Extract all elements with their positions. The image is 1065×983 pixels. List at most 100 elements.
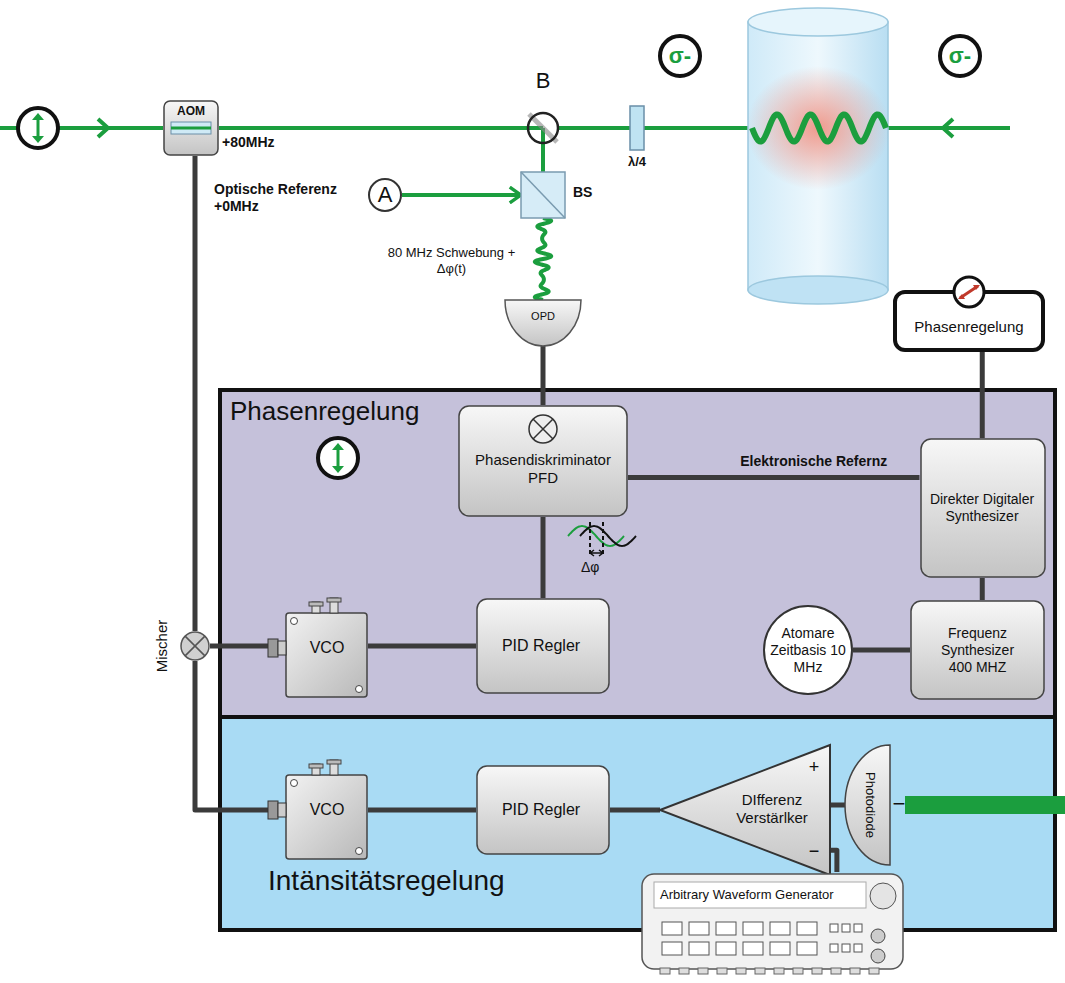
node-outline-part (533, 419, 553, 439)
node-text: Arbitrary Waveform Generator (660, 887, 865, 903)
node-text: Phasendiskriminator PFD (468, 451, 618, 487)
node-outline-part (171, 127, 211, 130)
atomic-clock: Atomare Zeitbasis 10 MHz (763, 605, 853, 695)
node-text: Phasenregelung (230, 396, 530, 427)
node-outline-part (764, 606, 852, 694)
beam-chevron (943, 119, 953, 137)
node-outline-part (505, 300, 581, 346)
vacuum-cell-part (748, 276, 888, 304)
node-text: Mischer (153, 620, 171, 673)
node-outline-part (278, 803, 286, 817)
node-text: VCO (286, 800, 368, 819)
signal-wire (368, 808, 476, 813)
node-outline-part (477, 599, 609, 693)
photodiode: Photodiode− (845, 745, 905, 865)
polarization-icon-part (332, 443, 344, 450)
node-outline-part (291, 780, 298, 787)
optical-photodiode: OPD (505, 300, 581, 346)
intensity-panel-ground (220, 717, 1055, 930)
laser-beam (219, 126, 527, 130)
polarization-badge: σ- (658, 34, 702, 78)
node-outline-part (842, 924, 850, 932)
frequency-synthesizer: Frequenz Synthesizer 400 MHZ (910, 600, 1045, 700)
node-outline-part (850, 968, 860, 974)
annotation-label: Optische Referenz +0MHz (214, 181, 356, 215)
signal-wire (195, 661, 268, 810)
node-outline (527, 112, 559, 144)
reference-port-a: A (368, 178, 402, 212)
polarization-icon-part (32, 113, 44, 120)
node-outline-part (327, 760, 341, 764)
node-outline-part (521, 172, 565, 218)
node-outline-part (291, 618, 298, 625)
dds-box: Direkter Digitaler Synthesizer (920, 438, 1046, 578)
node-outline-part (529, 114, 557, 142)
laser-beam (541, 144, 545, 172)
polarization-badge: σ- (938, 34, 982, 78)
signal-wire (830, 803, 845, 808)
signal-wire (610, 808, 660, 813)
node-outline-part (870, 883, 896, 909)
node-text: AOM (163, 104, 219, 118)
node-outline-part (286, 613, 367, 697)
node-outline-part (642, 874, 903, 969)
aom-box: AOM (163, 100, 219, 156)
laser-beam (559, 126, 630, 130)
node-outline-part (854, 924, 862, 932)
polarization-icon-part (337, 449, 340, 467)
node-outline-part (831, 968, 841, 974)
node-outline-part (164, 101, 218, 155)
mixer: Mischer (180, 631, 210, 661)
node-outline-part (871, 949, 885, 963)
node-text: Photodiode (862, 772, 878, 838)
vacuum-cell-part (748, 8, 888, 36)
node-outline-part (842, 944, 850, 952)
node-outline-part (660, 968, 670, 974)
node-outline-part (660, 36, 700, 76)
node-outline-part (940, 36, 980, 76)
vco-box: VCO (268, 760, 368, 860)
node-outline-part (717, 968, 727, 974)
node-outline-part (845, 745, 890, 865)
node-outline-part (770, 942, 790, 955)
node-outline-part (716, 922, 736, 935)
node-outline-part (793, 968, 803, 974)
node-outline-part (630, 106, 644, 150)
node-text: σ- (940, 43, 980, 69)
node-outline-part (689, 922, 709, 935)
laser-beam-part (644, 126, 752, 130)
node-outline-part (830, 944, 838, 952)
node-outline-part (743, 942, 763, 955)
signal-wire (541, 346, 546, 405)
node-outline-part (278, 641, 286, 655)
node-text: DIfferenz Verstärlker (726, 791, 818, 827)
annotation-label: 80 MHz Schwebung + Δφ(t) (383, 245, 520, 276)
beam-chevron (98, 119, 108, 137)
laser-beam (535, 218, 551, 300)
phase-offset-sketch-part (589, 522, 591, 556)
node-text: Phasenregelung (893, 318, 1045, 336)
node-outline-part (369, 179, 401, 211)
node-outline-part (662, 942, 682, 955)
node-outline-part (830, 924, 838, 932)
signal-wire (980, 578, 985, 600)
node-outline-part (698, 968, 708, 974)
laser-beam-pickoff (905, 796, 1065, 814)
node-text: PID Regler (482, 636, 600, 655)
node-outline-part (309, 602, 323, 606)
phase-offset-sketch-part (590, 550, 603, 556)
phase-offset-sketch-part (602, 522, 604, 556)
signal-wire (541, 517, 546, 598)
node-outline-part (528, 113, 558, 143)
node-outline-part (770, 922, 790, 935)
node-outline-part (660, 745, 830, 875)
node-text: B (523, 68, 563, 94)
node-outline-part (171, 122, 211, 134)
quarter-wave-plate: λ/4 (630, 106, 644, 150)
phase-control-panel: Phasendiskriminator PFD Direkter Digitale… (220, 390, 1055, 717)
polarization-icon-part (332, 466, 344, 473)
node-text: A (370, 182, 400, 208)
node-outline-part (679, 968, 689, 974)
node-outline-part (268, 801, 278, 819)
intensity-control-panel: VCOPID ReglerDIfferenz Verstärlker+−Phot… (220, 717, 1055, 930)
